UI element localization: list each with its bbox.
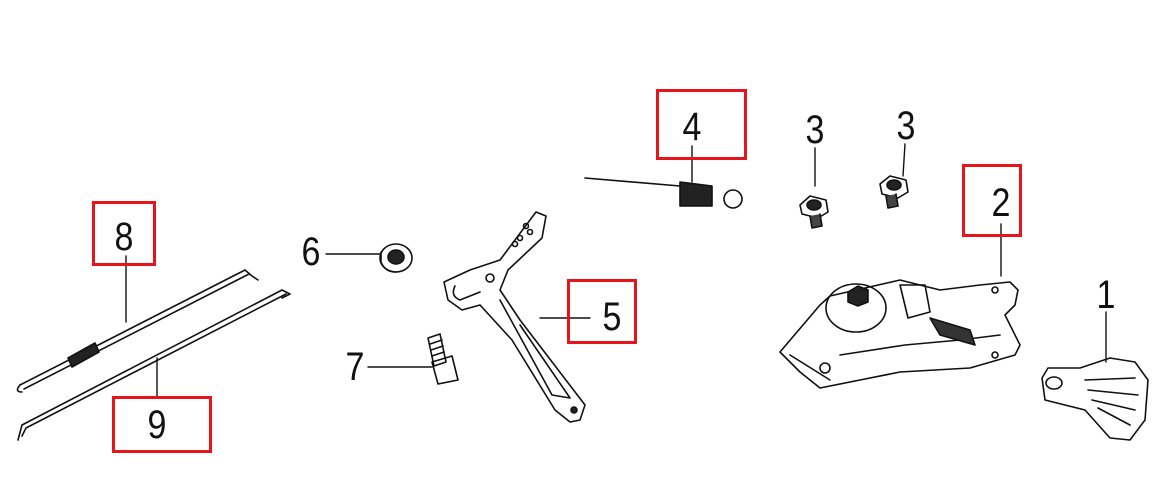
callout-label: 7 bbox=[345, 345, 365, 389]
highlight-box-9 bbox=[112, 396, 212, 453]
nut-part-6 bbox=[379, 243, 413, 273]
callout-label: 6 bbox=[301, 230, 321, 274]
callout-9: 9 bbox=[146, 405, 168, 445]
callout-8: 8 bbox=[113, 217, 135, 257]
callout-6: 6 bbox=[300, 232, 322, 272]
callout-label: 3 bbox=[805, 108, 825, 152]
callout-label: 9 bbox=[147, 403, 167, 447]
highlight-box-5 bbox=[567, 279, 637, 344]
callout-4: 4 bbox=[681, 107, 703, 147]
lever-part-5 bbox=[443, 211, 586, 423]
rod-assembly-part-8-9 bbox=[16, 269, 291, 441]
bolt-part-3-right bbox=[879, 175, 909, 209]
throttle-assembly-part-2 bbox=[779, 279, 1021, 389]
pin-part-7 bbox=[427, 333, 459, 385]
callout-5: 5 bbox=[601, 297, 623, 337]
callout-3-right: 3 bbox=[895, 106, 917, 146]
callout-3-left: 3 bbox=[804, 110, 826, 150]
callout-label: 2 bbox=[991, 181, 1011, 225]
highlight-box-2 bbox=[962, 164, 1022, 237]
highlight-box-4 bbox=[656, 89, 747, 160]
callout-2: 2 bbox=[990, 183, 1012, 223]
callout-label: 3 bbox=[896, 104, 916, 148]
callout-label: 1 bbox=[1096, 273, 1116, 317]
callout-label: 8 bbox=[114, 215, 134, 259]
callout-label: 5 bbox=[602, 295, 622, 339]
spring-part-4 bbox=[584, 177, 743, 209]
callout-7: 7 bbox=[344, 347, 366, 387]
callout-1: 1 bbox=[1095, 275, 1117, 315]
leader-lines bbox=[125, 143, 1107, 399]
bolt-part-3-left bbox=[799, 195, 829, 229]
callout-label: 4 bbox=[682, 105, 702, 149]
highlight-box-8 bbox=[92, 201, 156, 266]
knob-part-1 bbox=[1041, 357, 1149, 441]
